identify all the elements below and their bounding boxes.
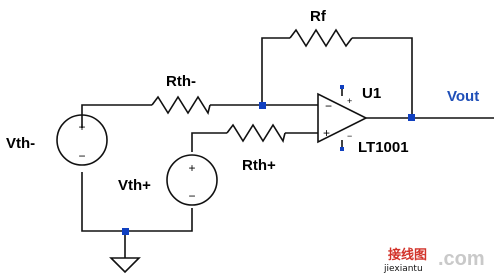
voltage-source-vth-minus: + −	[56, 114, 108, 166]
vth-minus-minus-sign: −	[78, 149, 85, 163]
watermark-url: jiexiantu	[383, 264, 423, 274]
label-rf: Rf	[310, 8, 327, 25]
wire-feedback-left	[261, 37, 290, 105]
junction-ground-node	[122, 228, 129, 235]
vth-minus-plus-sign: +	[78, 120, 85, 134]
label-u1: U1	[362, 85, 381, 102]
vth-plus-minus-sign: −	[188, 189, 195, 203]
wire-vthminus-to-rthminus	[81, 104, 152, 128]
vth-plus-plus-sign: +	[188, 161, 195, 175]
watermark-dot-com: .com	[438, 248, 485, 270]
opamp-supply-minus-sign: −	[347, 131, 352, 141]
label-vth-minus: Vth-	[6, 135, 35, 152]
opamp-plus-input-sign: +	[323, 126, 330, 140]
ground-symbol	[109, 257, 141, 274]
label-vout: Vout	[447, 88, 479, 105]
junction-inverting-node	[259, 102, 266, 109]
pin-supply-plus	[340, 85, 344, 89]
wire-feedback-right	[352, 37, 413, 118]
pin-supply-minus	[340, 147, 344, 151]
label-vth-plus: Vth+	[118, 177, 151, 194]
voltage-source-vth-plus: + −	[166, 154, 218, 206]
wire-vthplus-to-rthplus	[191, 132, 227, 152]
watermark: 接线图 .com jiexiantu	[383, 247, 485, 274]
wire-vthminus-to-ground	[81, 172, 193, 232]
label-lt1001: LT1001	[358, 139, 409, 156]
opamp-supply-plus-sign: +	[347, 96, 352, 106]
junctions	[122, 85, 415, 235]
label-rth-minus: Rth-	[166, 73, 196, 90]
resistor-rf	[289, 28, 353, 48]
label-rth-plus: Rth+	[242, 157, 276, 174]
watermark-text: 接线图	[388, 247, 427, 263]
opamp-minus-input-sign: −	[325, 99, 332, 113]
wires	[81, 37, 494, 258]
resistor-rth-minus	[151, 95, 211, 116]
opamp-u1: − + + −	[317, 92, 368, 144]
junction-output-node	[408, 114, 415, 121]
resistor-rth-plus	[226, 123, 286, 144]
